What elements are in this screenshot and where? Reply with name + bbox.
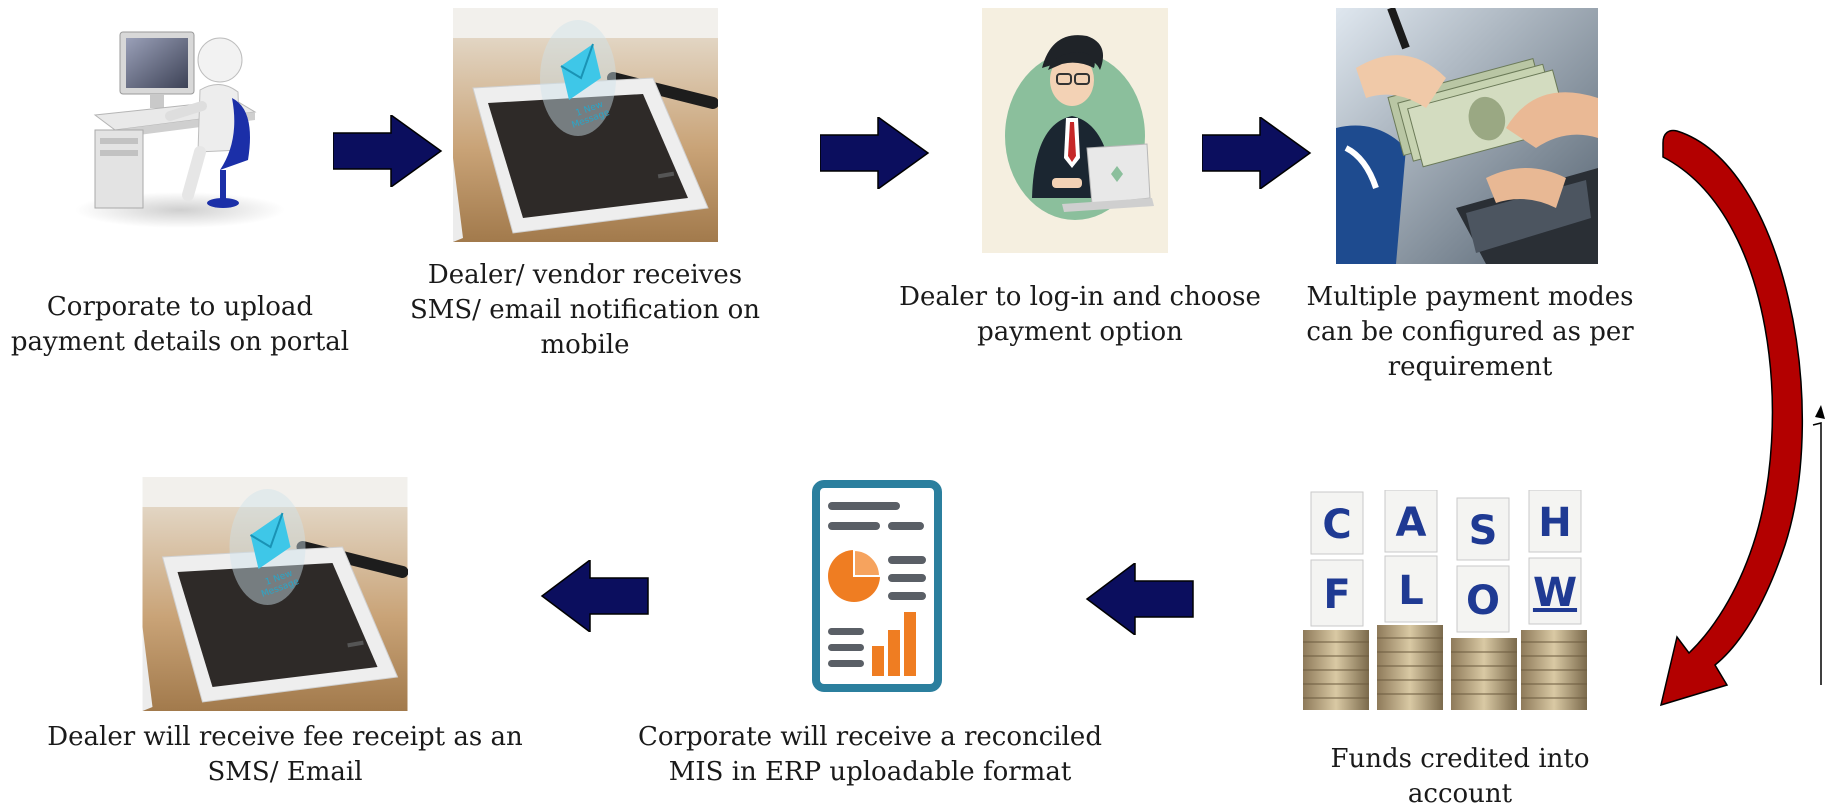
step-upload-image [60,20,290,230]
computer-user-icon [75,31,285,228]
step-notify-caption: Dealer/ vendor receives SMS/ email notif… [409,260,761,360]
report-document-icon [812,480,942,692]
phone-new-message-icon: 1 New Message [142,477,408,711]
flow-arrow-left-1 [1085,563,1195,635]
phone-new-message-icon: 1 New Message [453,8,718,242]
step-login-image [982,8,1168,253]
step-mis-caption: Corporate will receive a reconciled MIS … [638,722,1102,787]
dealer-laptop-icon [982,8,1168,253]
step-funds-image: C A S H F L O W [1293,490,1593,720]
block-letter-a: A [1396,500,1427,546]
block-letter-o: O [1466,578,1500,624]
flow-arrow-right-1 [333,115,443,187]
step-mis-image [812,480,942,692]
step-receipt-image: 1 New Message [142,477,408,711]
flow-arrow-right-2 [820,117,930,189]
step-modes-image [1336,8,1598,264]
cash-handover-icon [1336,8,1598,264]
block-letter-l: L [1398,568,1424,614]
step-receipt-caption: Dealer will receive fee receipt as an SM… [47,722,523,787]
coin-stacks [1303,625,1587,710]
step-login-caption: Dealer to log-in and choose payment opti… [899,282,1261,347]
block-letter-f: F [1323,572,1350,618]
flow-arrow-left-2 [540,560,650,632]
step-modes-caption: Multiple payment modes can be configured… [1306,282,1634,382]
step-notify-image: 1 New Message [453,8,718,242]
cash-flow-blocks-icon: C A S H F L O W [1303,490,1587,710]
block-letter-w: W [1533,570,1577,616]
curved-arrow-down [1655,125,1825,730]
step-upload-caption: Corporate to upload payment details on p… [10,292,350,357]
block-letter-c: C [1322,502,1351,548]
block-letter-h: H [1538,500,1571,546]
flow-arrow-right-3 [1202,117,1312,189]
step-funds-caption: Funds credited into account [1330,744,1590,809]
block-letter-s: S [1469,508,1498,554]
